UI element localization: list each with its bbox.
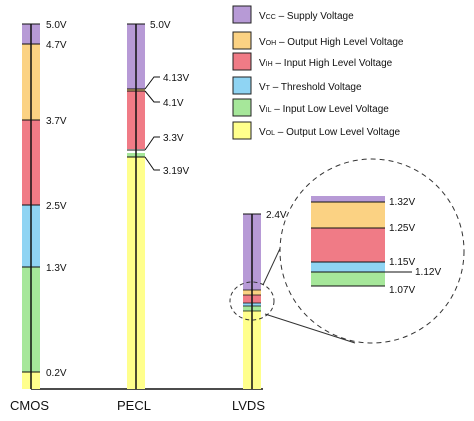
legend: VCC – Supply Voltage VOH – Output High L…: [232, 5, 404, 140]
pecl-label-4.1: 4.1V: [163, 98, 184, 109]
pecl-label-3.19: 3.19V: [163, 166, 189, 177]
legend-label-vt: VT – Threshold Voltage: [259, 82, 362, 93]
legend-label-voh: VOH – Output High Level Voltage: [259, 37, 404, 48]
legend-swatch-vcc: [232, 5, 252, 24]
cmos-label-0.2: 0.2V: [46, 368, 67, 379]
legend-label-vcc: VCC – Supply Voltage: [259, 11, 354, 22]
pecl-leader-4.13: [144, 76, 160, 90]
pecl-label-3.3: 3.3V: [163, 133, 184, 144]
legend-entry-vt: VT – Threshold Voltage: [232, 76, 362, 95]
zoom-band-vil: [311, 272, 385, 286]
pecl-leader-3.3: [144, 136, 160, 151]
zoom-label-1.25: 1.25V: [389, 223, 415, 234]
zoom-label-1.32: 1.32V: [389, 197, 415, 208]
legend-swatch-vol: [232, 121, 252, 140]
cmos-label-1.3: 1.3V: [46, 263, 67, 274]
legend-label-vol: VOL – Output Low Level Voltage: [259, 127, 401, 138]
lvds-label-2.4: 2.4V: [266, 210, 287, 221]
zoom-band-vt: [311, 262, 385, 272]
cmos-label-2.5: 2.5V: [46, 201, 67, 212]
zoom-connector-bottom: [264, 313, 356, 344]
zoom-label-1.12: 1.12V: [415, 267, 441, 278]
legend-label-vih: VIH – Input High Level Voltage: [259, 58, 393, 69]
zoom-label-1.15: 1.15V: [389, 257, 415, 268]
pecl-column: 3.19V 3.3V 4.1V 4.13V 5.0V PECL: [117, 20, 189, 413]
legend-label-vil: VIL – Input Low Level Voltage: [259, 104, 389, 115]
zoom-band-vih: [311, 228, 385, 262]
cmos-label-5.0: 5.0V: [46, 20, 67, 31]
legend-swatch-vih: [232, 52, 252, 71]
lvds-title: LVDS: [232, 398, 265, 413]
cmos-label-3.7: 3.7V: [46, 116, 67, 127]
legend-entry-vih: VIH – Input High Level Voltage: [232, 52, 393, 71]
pecl-leader-3.19: [144, 156, 160, 171]
zoom-band-vcc: [311, 196, 385, 202]
lvds-column: 2.4V LVDS: [232, 210, 287, 413]
pecl-label-5.0: 5.0V: [150, 20, 171, 31]
legend-entry-voh: VOH – Output High Level Voltage: [232, 31, 404, 50]
legend-entry-vil: VIL – Input Low Level Voltage: [232, 98, 389, 117]
cmos-title: CMOS: [10, 398, 49, 413]
legend-swatch-vt: [232, 76, 252, 95]
zoom-label-1.07: 1.07V: [389, 285, 415, 296]
zoom-band-voh: [311, 202, 385, 228]
legend-entry-vol: VOL – Output Low Level Voltage: [232, 121, 401, 140]
pecl-label-4.13: 4.13V: [163, 73, 189, 84]
pecl-title: PECL: [117, 398, 151, 413]
legend-swatch-voh: [232, 31, 252, 50]
zoom-callout: 1.32V 1.25V 1.15V 1.12V 1.07V: [229, 158, 465, 344]
pecl-leader-4.1: [144, 90, 160, 103]
legend-entry-vcc: VCC – Supply Voltage: [232, 5, 354, 24]
cmos-column: 0.2V 1.3V 2.5V 3.7V 4.7V 5.0V CMOS: [10, 20, 67, 413]
zoom-source-ellipse: [229, 281, 275, 321]
legend-swatch-vil: [232, 98, 252, 117]
cmos-label-4.7: 4.7V: [46, 40, 67, 51]
